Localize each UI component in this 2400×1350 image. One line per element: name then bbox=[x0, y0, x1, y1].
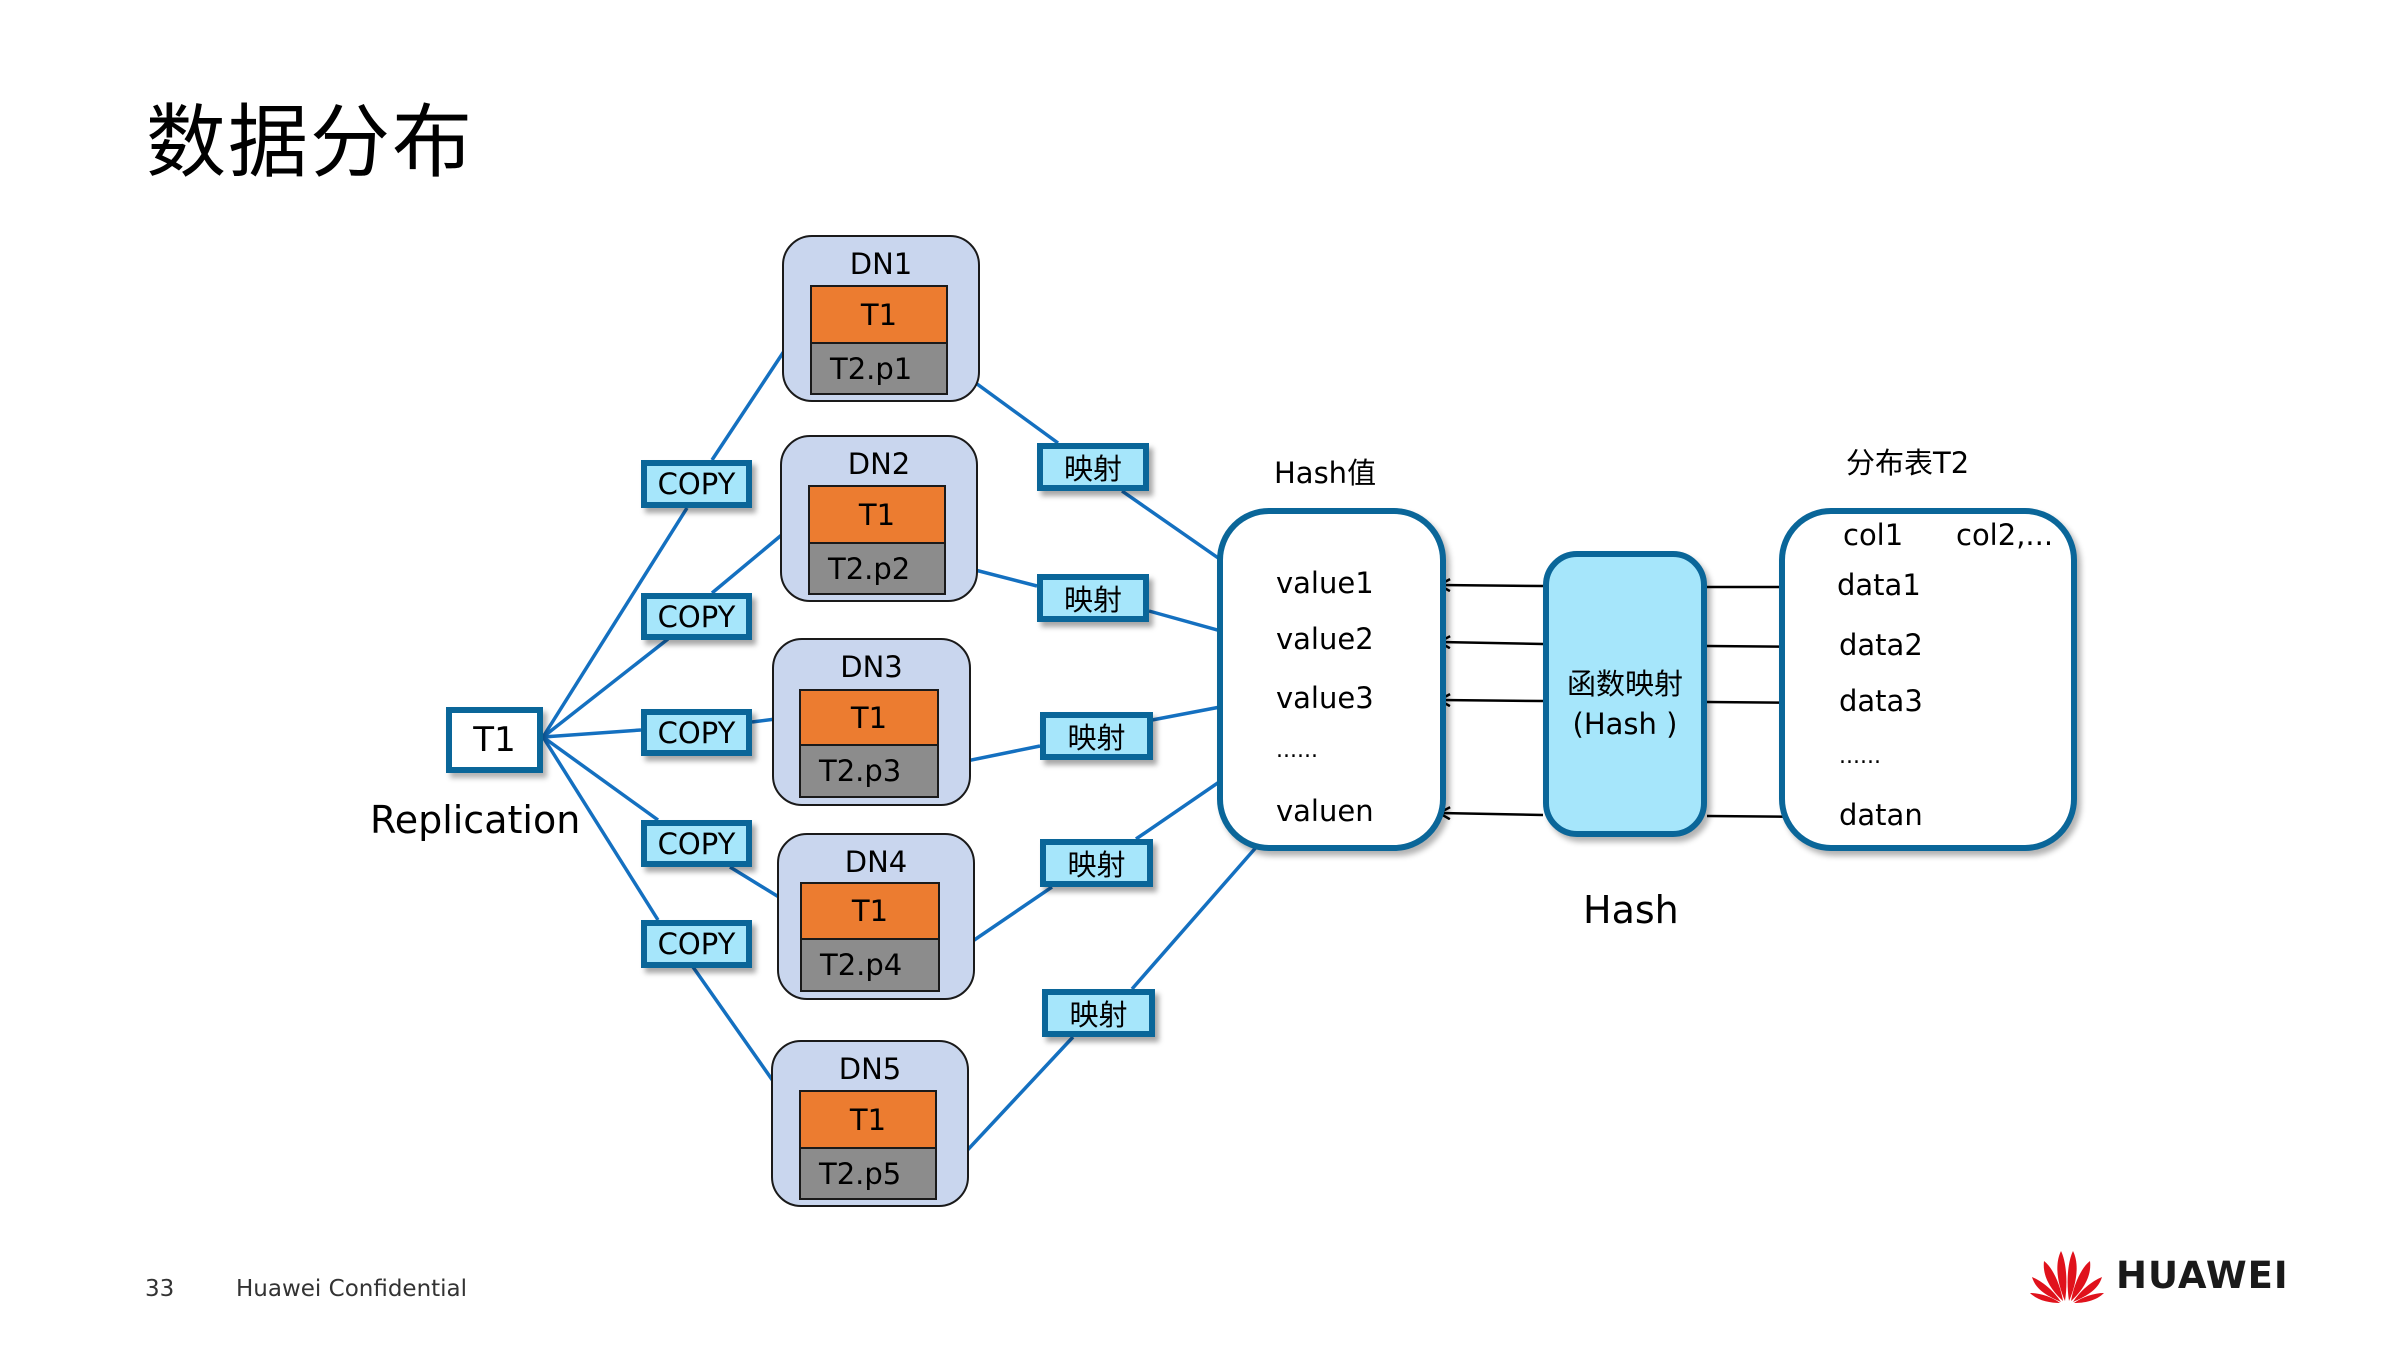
copy-tag-dn5[interactable]: COPY bbox=[641, 920, 752, 968]
hash-arrow-n bbox=[1440, 813, 1544, 815]
table-row: ...... bbox=[1839, 744, 1881, 769]
copy-tag-dn3[interactable]: COPY bbox=[641, 709, 752, 756]
copy-link-dn3 bbox=[542, 728, 642, 739]
hash-value-row: value3 bbox=[1276, 681, 1374, 715]
hash-arrow-3 bbox=[1440, 700, 1544, 701]
replication-caption: Replication bbox=[370, 798, 581, 842]
map-tag-p1[interactable]: 映射 bbox=[1037, 443, 1149, 491]
map-tag-p4[interactable]: 映射 bbox=[1040, 839, 1153, 887]
data-node-name: DN2 bbox=[847, 447, 911, 481]
map-tag-p3[interactable]: 映射 bbox=[1040, 712, 1153, 760]
table-row: datan bbox=[1839, 798, 1923, 832]
hash-value-row: value2 bbox=[1276, 622, 1374, 656]
source-table-t1[interactable]: T1 bbox=[446, 707, 543, 773]
table-row: data1 bbox=[1837, 568, 1921, 602]
hash-function-line1: 函数映射 bbox=[1566, 667, 1683, 701]
data-node-name: DN1 bbox=[849, 247, 913, 281]
hash-value-row: valuen bbox=[1276, 794, 1374, 828]
source-table-label: T1 bbox=[473, 720, 516, 760]
page-title: 数据分布 bbox=[146, 96, 474, 189]
hash-values-title: Hash值 bbox=[1274, 456, 1377, 490]
distribution-table-box[interactable] bbox=[1779, 508, 2077, 851]
hash-arrow-2 bbox=[1440, 642, 1544, 644]
data-node-dn5[interactable]: DN5 T1 T2.p5 bbox=[771, 1040, 969, 1207]
brand-name: HUAWEI bbox=[2116, 1253, 2289, 1297]
data-node-dn2[interactable]: DN2 T1 T2.p2 bbox=[780, 435, 978, 602]
copy-link-dn2 bbox=[541, 637, 670, 739]
huawei-logo: HUAWEI bbox=[2028, 1247, 2289, 1303]
partition-cell: T2.p3 bbox=[799, 744, 939, 798]
partition-cell: T2.p2 bbox=[808, 542, 946, 595]
copy-tag-dn4[interactable]: COPY bbox=[641, 820, 752, 867]
hash-caption: Hash bbox=[1583, 888, 1679, 932]
copy-link-dn4 bbox=[541, 735, 660, 822]
data-node-name: DN3 bbox=[840, 650, 903, 684]
map-tag-label: 映射 bbox=[1069, 998, 1128, 1032]
map-tag-label: 映射 bbox=[1063, 583, 1122, 617]
data-node-dn4[interactable]: DN4 T1 T2.p4 bbox=[777, 833, 975, 1000]
data-node-name: DN5 bbox=[838, 1052, 902, 1086]
hash-function-line2: (Hash ) bbox=[1572, 707, 1678, 741]
table-column-header: col1 bbox=[1843, 518, 1904, 552]
map-tag-label: 映射 bbox=[1067, 721, 1126, 755]
hash-arrow-1 bbox=[1440, 585, 1544, 586]
data-node-dn1[interactable]: DN1 T1 T2.p1 bbox=[782, 235, 980, 402]
replica-cell: T1 bbox=[810, 285, 948, 344]
map-tag-label: 映射 bbox=[1063, 452, 1122, 486]
copy-tag-label: COPY bbox=[657, 599, 736, 634]
hash-values-box[interactable] bbox=[1217, 508, 1446, 851]
partition-cell: T2.p1 bbox=[810, 342, 948, 395]
copy-tag-label: COPY bbox=[657, 715, 736, 750]
table-title: 分布表T2 bbox=[1846, 446, 1970, 480]
table-row: data2 bbox=[1839, 628, 1923, 662]
copy-tag-dn2[interactable]: COPY bbox=[641, 593, 752, 640]
replica-cell: T1 bbox=[799, 1090, 937, 1149]
hash-function-box[interactable]: 函数映射 (Hash ) bbox=[1543, 551, 1707, 837]
map-link-valuen bbox=[1130, 834, 1268, 991]
table-column-header: col2,... bbox=[1956, 518, 2054, 552]
hash-value-row: ...... bbox=[1276, 738, 1318, 763]
map-arrow-p1 bbox=[962, 373, 1060, 445]
hash-value-row: value1 bbox=[1276, 566, 1374, 600]
partition-cell: T2.p4 bbox=[800, 938, 940, 992]
data-node-dn3[interactable]: DN3 T1 T2.p3 bbox=[772, 638, 971, 806]
partition-cell: T2.p5 bbox=[799, 1147, 937, 1200]
copy-link-dn5 bbox=[541, 736, 660, 921]
copy-tag-dn1[interactable]: COPY bbox=[641, 460, 752, 508]
map-tag-label: 映射 bbox=[1067, 848, 1126, 882]
replica-cell: T1 bbox=[800, 882, 940, 940]
copy-tag-label: COPY bbox=[657, 467, 736, 501]
copy-tag-label: COPY bbox=[657, 826, 736, 861]
confidential-label: Huawei Confidential bbox=[236, 1276, 468, 1302]
copy-tag-label: COPY bbox=[657, 927, 736, 961]
map-tag-p2[interactable]: 映射 bbox=[1037, 574, 1149, 622]
copy-link-dn1 bbox=[541, 507, 689, 738]
map-tag-p5[interactable]: 映射 bbox=[1042, 989, 1155, 1037]
table-row: data3 bbox=[1839, 684, 1923, 718]
replica-cell: T1 bbox=[799, 689, 939, 746]
huawei-petal-icon bbox=[2030, 1251, 2104, 1303]
replica-cell: T1 bbox=[808, 485, 946, 544]
data-node-name: DN4 bbox=[844, 845, 908, 879]
page-number: 33 bbox=[145, 1276, 175, 1302]
